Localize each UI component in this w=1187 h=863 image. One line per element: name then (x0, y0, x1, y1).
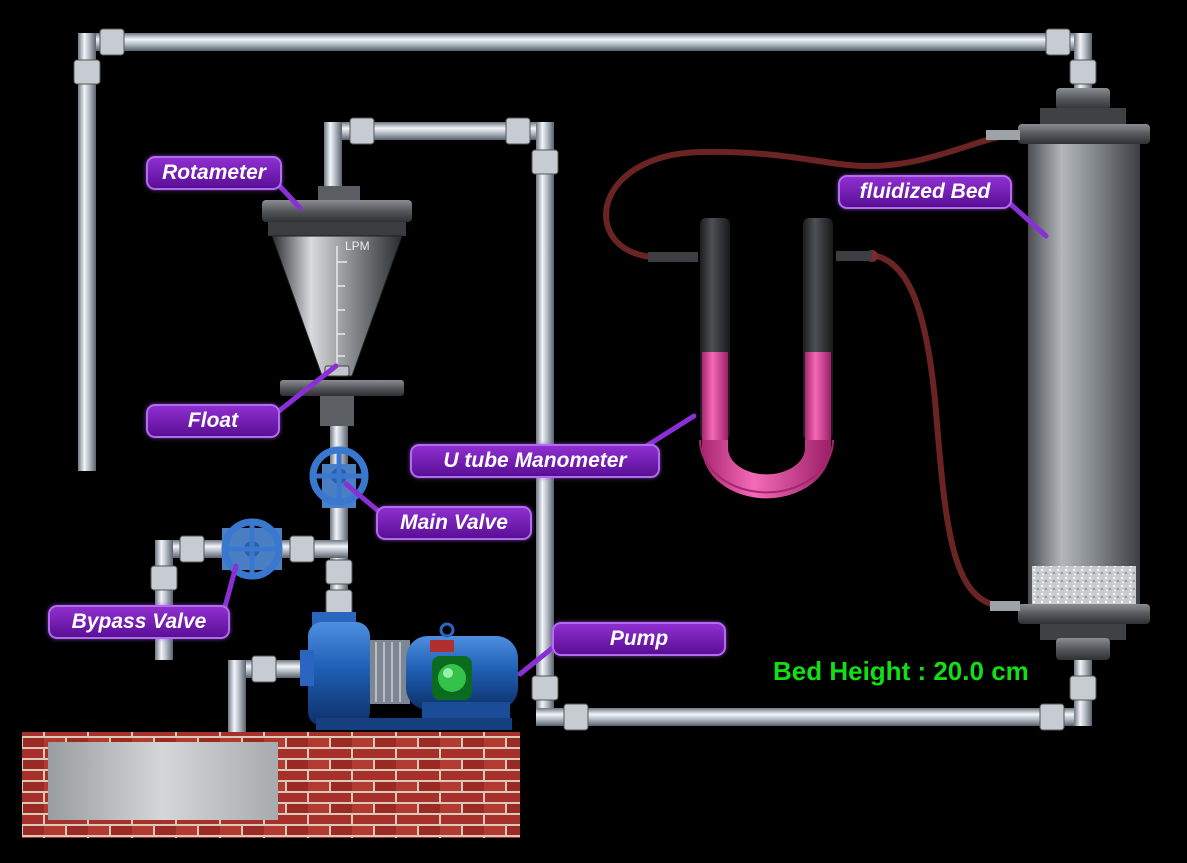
bypass-valve-label: Bypass Valve (48, 605, 230, 639)
centrifugal-pump (300, 612, 518, 730)
fluidized-bed-column (986, 88, 1150, 660)
u-tube-manometer-label: U tube Manometer (410, 444, 660, 478)
main-valve[interactable] (313, 450, 365, 508)
rotameter-label: Rotameter (146, 156, 282, 190)
bed-height-label: Bed Height : (773, 656, 926, 686)
rotameter: LPM (262, 186, 412, 426)
fluidized-bed-label: fluidized Bed (838, 175, 1012, 209)
bed-height-value: 20.0 (933, 656, 984, 686)
main-valve-label: Main Valve (376, 506, 532, 540)
brick-water-tank (22, 732, 520, 838)
rotameter-unit: LPM (345, 239, 370, 253)
u-tube-manometer (700, 218, 833, 498)
bed-height-readout: Bed Height : 20.0 cm (773, 656, 1029, 687)
bed-height-unit: cm (991, 656, 1029, 686)
bed-packing (1032, 566, 1136, 604)
bypass-valve[interactable] (222, 522, 282, 576)
float-label: Float (146, 404, 280, 438)
pump-label: Pump (552, 622, 726, 656)
